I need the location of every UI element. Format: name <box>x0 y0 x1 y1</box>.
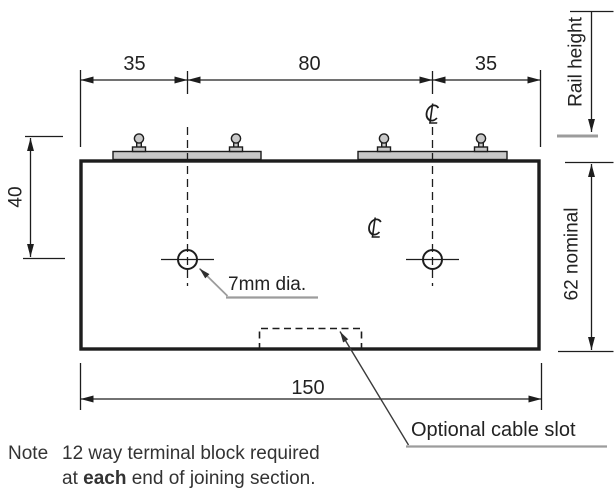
top-dimension <box>79 70 542 147</box>
slot-leader <box>339 331 607 448</box>
centerline-left <box>186 71 384 286</box>
dim-top-center: 80 <box>298 53 321 75</box>
cable-slot-outline <box>258 327 363 350</box>
centerline-icon <box>366 216 384 238</box>
mounting-block <box>79 159 541 351</box>
note-line2-suffix: end of joining section. <box>126 468 316 489</box>
note-line2-bold: each <box>83 468 127 489</box>
dim-overall-width: 150 <box>291 377 325 399</box>
left-height-dimension <box>23 135 65 260</box>
rail-profile <box>376 133 392 153</box>
block-height-dimension <box>558 161 614 353</box>
note-line1: 12 way terminal block required <box>62 443 320 464</box>
note-heading: Note <box>8 443 49 464</box>
leader-line <box>339 331 410 446</box>
note-line2: at each end of joining section. <box>62 468 316 490</box>
dim-top-right: 35 <box>474 53 498 75</box>
rail-profile <box>228 133 244 153</box>
dim-top-left: 35 <box>123 53 146 75</box>
label-hole-diameter: 7mm dia. <box>228 274 307 295</box>
rail-profile <box>473 133 489 153</box>
label-block-height: 62 nominal <box>561 207 583 301</box>
rail-height-dimension <box>557 10 614 138</box>
label-cable-slot: Optional cable slot <box>411 419 576 441</box>
note-line2-prefix: at <box>62 468 84 489</box>
dim-left-height: 40 <box>5 186 27 208</box>
hole-leader <box>198 267 318 299</box>
leader-line <box>198 267 229 297</box>
label-rail-height: Rail height <box>565 17 587 107</box>
centerline-icon <box>424 102 441 124</box>
overall-width-dimension <box>79 363 543 410</box>
rail-profile <box>131 133 147 153</box>
